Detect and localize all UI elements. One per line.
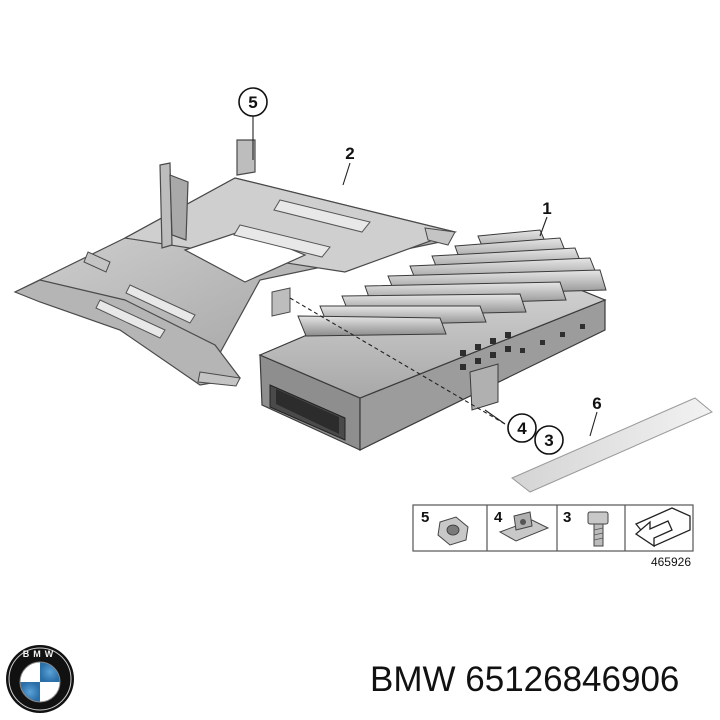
callout-4-label: 4 — [517, 419, 527, 438]
legend-cell-label: 4 — [494, 509, 503, 526]
callout-3: 3 — [534, 425, 564, 455]
mounting-bracket — [13, 139, 458, 387]
control-unit — [258, 229, 607, 451]
callout-4: 4 — [507, 413, 537, 443]
bmw-logo-lettering: BMW — [23, 649, 58, 659]
callout-6-label: 6 — [592, 394, 601, 413]
fastener-legend: 5 4 3 — [412, 504, 694, 552]
arrow-symbol-icon — [634, 507, 691, 548]
diagram-code: 465926 — [651, 555, 691, 569]
callout-2-label: 2 — [345, 144, 354, 163]
legend-cell-label: 5 — [421, 509, 429, 526]
leader-lines — [252, 116, 598, 437]
callout-1-label: 1 — [542, 199, 551, 218]
callout-5: 5 — [238, 87, 268, 117]
adhesive-strip — [511, 397, 713, 493]
part-number-caption: BMW 65126846906 — [370, 660, 680, 699]
callout-3-label: 3 — [544, 431, 553, 450]
clip-nut-icon — [498, 511, 550, 542]
nut-icon — [437, 516, 469, 546]
callout-5-label: 5 — [248, 93, 257, 112]
bolt-icon — [587, 511, 609, 547]
bmw-logo-icon: BMW — [6, 645, 74, 713]
legend-cell-label: 3 — [563, 509, 571, 526]
